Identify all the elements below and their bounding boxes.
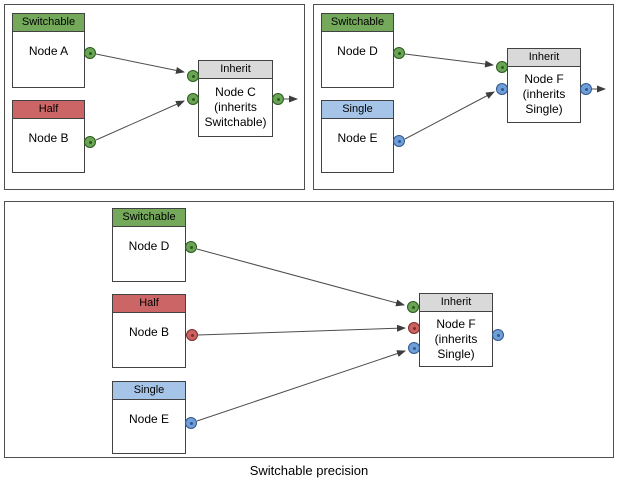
port-node-f-input-2 <box>496 83 508 95</box>
node-b: Half Node B <box>12 100 85 173</box>
port-node-a-output <box>84 47 96 59</box>
node-f-label: Node F (inherits Single) <box>522 72 566 116</box>
node-f-bottom-type-header: Inherit <box>420 294 492 312</box>
port-node-f-bottom-input-1 <box>407 301 419 313</box>
node-a: Switchable Node A <box>12 13 85 88</box>
port-node-f-output <box>580 83 592 95</box>
node-c: Inherit Node C (inherits Switchable) <box>198 60 273 137</box>
node-b-bottom-type-header: Half <box>113 295 185 313</box>
port-node-f-bottom-input-2 <box>408 322 420 334</box>
node-b-bottom: Half Node B <box>112 294 186 368</box>
port-node-f-input-1 <box>496 61 508 73</box>
node-f-top: Inherit Node F (inherits Single) <box>507 48 581 123</box>
port-node-e-output <box>393 135 405 147</box>
node-d-label: Node D <box>337 44 378 58</box>
node-d-bottom: Switchable Node D <box>112 208 186 282</box>
port-node-d-output <box>393 47 405 59</box>
node-e-bottom-label: Node E <box>128 412 170 426</box>
figure-caption: Switchable precision <box>249 463 369 478</box>
port-node-b-bottom-output <box>186 329 198 341</box>
port-node-c-input-1 <box>187 70 199 82</box>
node-b-type-header: Half <box>13 101 84 119</box>
port-node-f-bottom-input-3 <box>408 342 420 354</box>
port-node-d-bottom-output <box>185 241 197 253</box>
port-node-c-output <box>272 93 284 105</box>
port-node-e-bottom-output <box>185 417 197 429</box>
node-d-top: Switchable Node D <box>321 13 394 88</box>
node-f-bottom: Inherit Node F (inherits Single) <box>419 293 493 367</box>
node-e-label: Node E <box>337 131 378 145</box>
node-b-label: Node B <box>28 131 69 145</box>
port-node-c-input-2 <box>187 93 199 105</box>
port-node-b-output <box>84 136 96 148</box>
node-d-bottom-type-header: Switchable <box>113 209 185 227</box>
node-e-type-header: Single <box>322 101 393 119</box>
node-f-type-header: Inherit <box>508 49 580 67</box>
node-b-bottom-label: Node B <box>128 325 170 339</box>
node-e-bottom-type-header: Single <box>113 382 185 400</box>
node-d-type-header: Switchable <box>322 14 393 32</box>
node-c-type-header: Inherit <box>199 61 272 79</box>
node-d-bottom-label: Node D <box>128 239 170 253</box>
node-a-label: Node A <box>28 44 69 58</box>
port-node-f-bottom-output <box>492 329 504 341</box>
panel-bottom <box>4 201 614 458</box>
node-e-bottom: Single Node E <box>112 381 186 454</box>
node-f-bottom-label: Node F (inherits Single) <box>434 316 478 361</box>
node-e-top: Single Node E <box>321 100 394 173</box>
node-a-type-header: Switchable <box>13 14 84 32</box>
node-c-label: Node C (inherits Switchable) <box>204 85 267 129</box>
